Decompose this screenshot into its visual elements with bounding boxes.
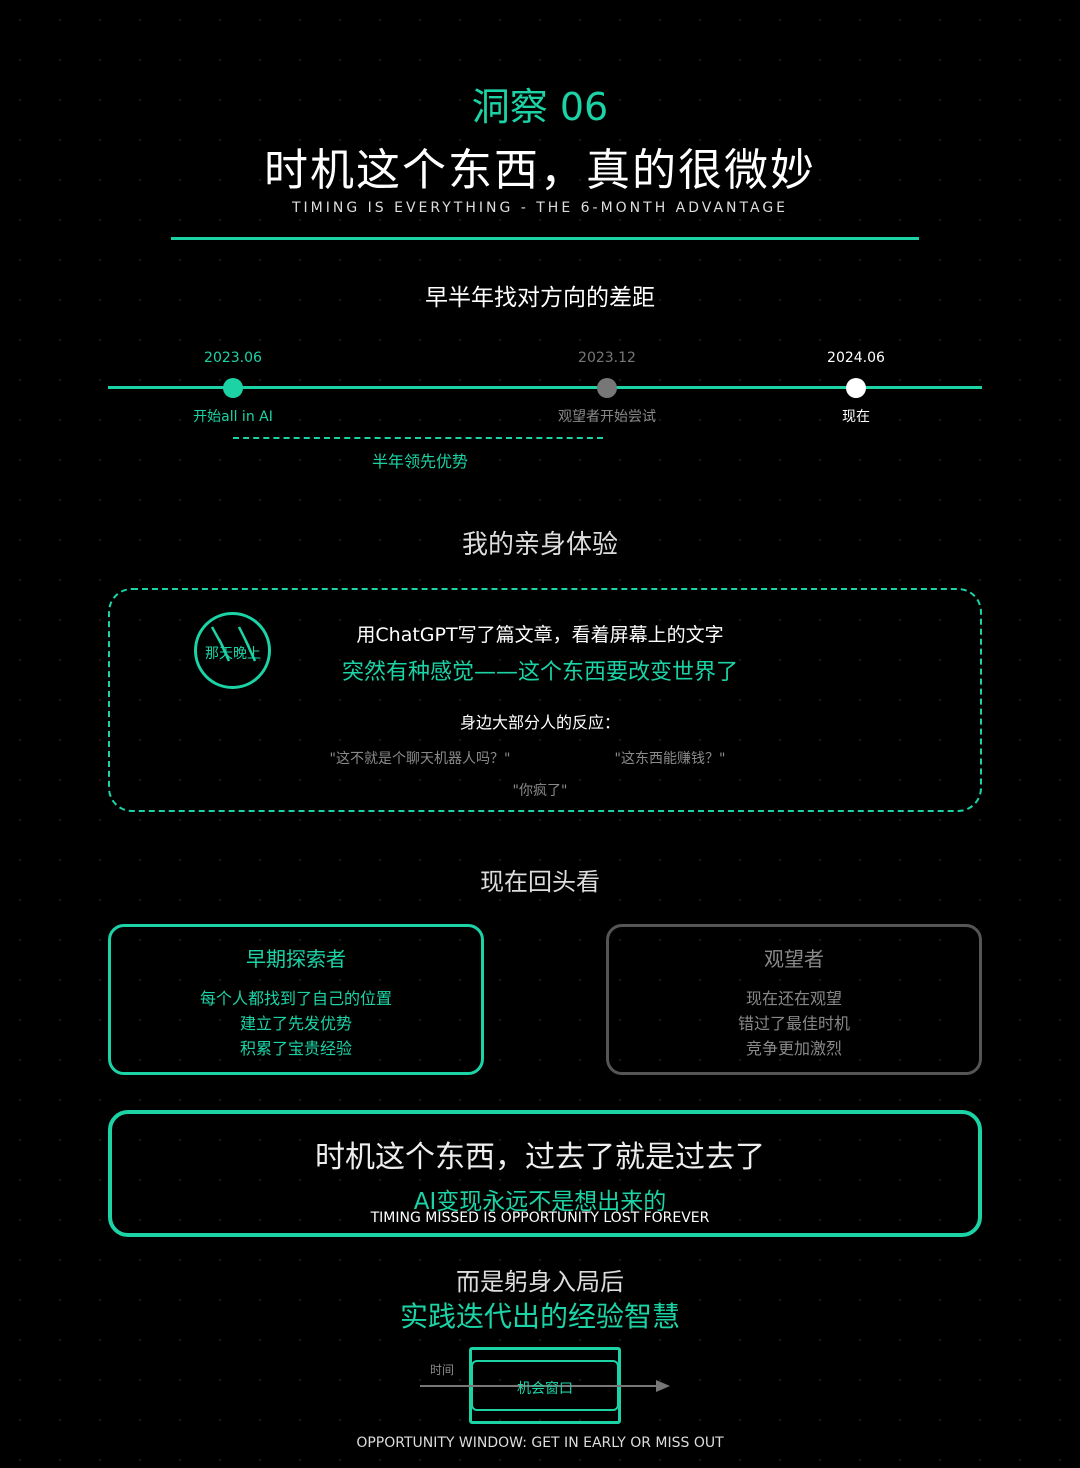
kicker: 洞察 06 [471,85,609,129]
timeline-point [597,378,617,398]
timeline-label: 观望者开始尝试 [558,409,656,425]
divider [171,237,919,240]
page-subtitle: TIMING IS EVERYTHING - THE 6-MONTH ADVAN… [291,200,789,216]
early-line: 每个人都找到了自己的位置 [199,989,392,1008]
timeline-date: 2023.12 [578,350,636,366]
timeline-label: 现在 [842,409,870,425]
experience-title: 我的亲身体验 [461,530,618,560]
gap-label: 半年领先优势 [371,452,468,471]
watcher-card: 观望者 现在还在观望 错过了最佳时机 竞争更加激烈 [606,924,982,1075]
banner [108,1110,982,1237]
lookback-title: 现在回头看 [480,868,600,896]
closing-caption: OPPORTUNITY WINDOW: GET IN EARLY OR MISS… [356,1435,724,1451]
timeline-date: 2024.06 [827,350,885,366]
closing-line2: 实践迭代出的经验智慧 [399,1300,680,1333]
timeline-line [108,386,982,389]
experience-line1: 用ChatGPT写了篇文章，看着屏幕上的文字 [356,624,724,646]
quote: "这东西能赚钱？" [614,751,726,767]
timeline-date: 2023.06 [204,350,262,366]
watcher-line: 现在还在观望 [745,989,842,1008]
early-card: 早期探索者 每个人都找到了自己的位置 建立了先发优势 积累了宝贵经验 [108,924,484,1075]
timeline-point [846,378,866,398]
banner-line1: 时机这个东西，过去了就是过去了 [315,1140,765,1175]
closing-line1: 而是躬身入局后 [456,1268,624,1296]
banner-line3: TIMING MISSED IS OPPORTUNITY LOST FOREVE… [370,1210,710,1226]
timeline-title: 早半年找对方向的差距 [425,285,655,311]
watcher-title: 观望者 [764,947,824,971]
time-label: 时间 [430,1363,455,1377]
early-title: 早期探索者 [246,947,346,971]
arrow-head-icon [656,1380,670,1392]
time-arrow [420,1385,660,1387]
experience-card [108,588,982,812]
lightning-icon: 那天晚上 [194,612,271,689]
experience-line2: 突然有种感觉——这个东西要改变世界了 [341,660,738,685]
watcher-line: 竞争更加激烈 [745,1039,842,1058]
early-line: 建立了先发优势 [239,1014,352,1033]
window-label: 机会窗口 [517,1381,573,1397]
page-title: 时机这个东西，真的很微妙 [264,145,816,196]
quote: "你疯了" [512,783,568,799]
timeline-label: 开始all in AI [193,409,273,425]
watcher-line: 错过了最佳时机 [737,1014,850,1033]
gap-line [233,437,603,439]
quote: "这不就是个聊天机器人吗？" [329,751,511,767]
badge-label: 那天晚上 [205,646,261,662]
early-line: 积累了宝贵经验 [239,1039,352,1058]
reaction-title: 身边大部分人的反应： [459,713,620,732]
timeline-point [223,378,243,398]
banner-line2: AI变现永远不是想出来的 [413,1189,667,1215]
